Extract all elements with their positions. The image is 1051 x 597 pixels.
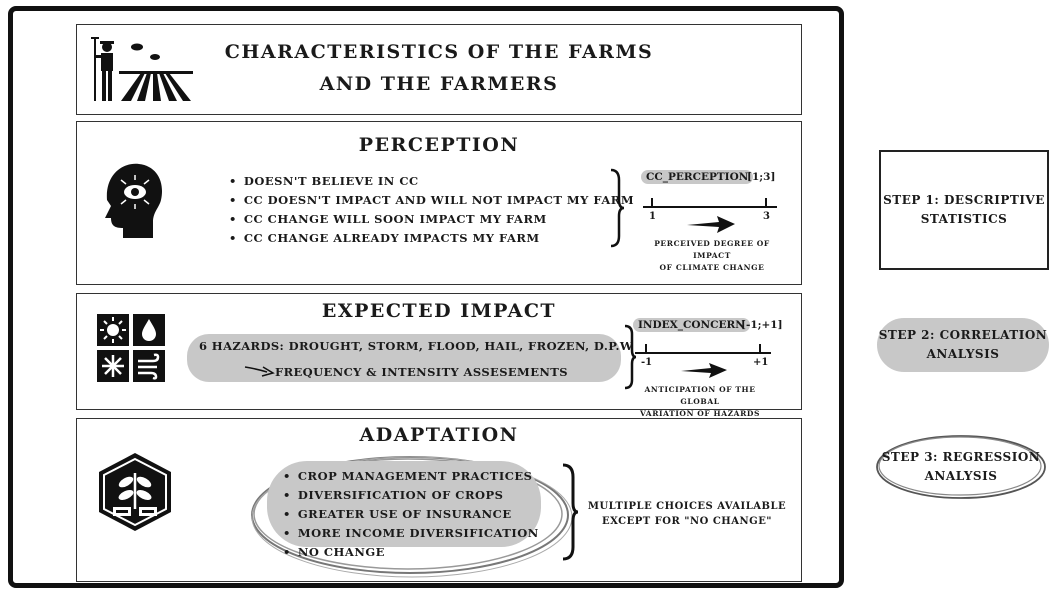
perception-scale-line [643, 206, 777, 208]
wind-icon [133, 350, 165, 382]
adaptation-brace [562, 463, 579, 561]
list-item: Diversification of crops [283, 486, 539, 505]
impact-title: Expected impact [321, 300, 557, 322]
step-2-line2: analysis [926, 347, 1000, 361]
snowflake-icon [97, 350, 129, 382]
plant-hexagon-icon [99, 453, 171, 531]
head-eye-icon [105, 163, 163, 238]
adaptation-title: Adaptation [359, 424, 519, 446]
impact-scale-min: -1 [641, 357, 653, 368]
cc-perception-badge: CC_PERCEPTION [641, 170, 754, 184]
index-concern-badge: INDEX_CONCERN [633, 318, 750, 332]
perception-caption-line1: Perceived degree of impact [654, 239, 770, 260]
list-item: Greater use of insurance [283, 505, 539, 524]
adaptation-note-line2: except for "No change" [601, 516, 773, 527]
step-3-line1: Step 3: Regression [881, 450, 1041, 464]
header-title-line1: Characteristics of the farms [224, 41, 654, 63]
header-panel: Characteristics of the farms and the far… [76, 24, 802, 115]
perception-title: Perception [358, 134, 520, 156]
adaptation-note: Multiple choices available except for "N… [587, 499, 787, 529]
list-item: Crop management practices [283, 467, 539, 486]
impact-brace [624, 324, 637, 390]
step-1-line1: Step 1: Descriptive [883, 193, 1045, 207]
adaptation-list: Crop management practices Diversificatio… [283, 467, 539, 562]
hazard-icons-grid [97, 314, 165, 382]
impact-scale-tick [759, 344, 761, 354]
impact-scale-max: +1 [753, 357, 769, 368]
step-1-box: Step 1: Descriptive statistics [879, 150, 1049, 270]
sun-icon [97, 314, 129, 346]
impact-caption: Anticipation of the global variation of … [625, 384, 775, 420]
step-2-box: Step 2: Correlation analysis [877, 318, 1049, 372]
impact-scale-tick [645, 344, 647, 354]
cc-perception-range: [1;3] [747, 171, 776, 183]
perception-list: Doesn't believe in CC CC doesn't impact … [229, 172, 634, 248]
impact-panel: Expected impact [76, 293, 802, 418]
assessments-text: Frequency & intensity assesements [275, 365, 568, 379]
perception-panel: Perception Doesn't believe in CC CC does… [76, 121, 802, 285]
water-drop-icon [133, 314, 165, 346]
perception-caption-line2: of climate change [659, 263, 765, 272]
perception-scale-tick [765, 198, 767, 208]
perception-scale-min: 1 [649, 211, 656, 222]
list-item: No change [283, 543, 539, 562]
right-arrow-icon [687, 216, 735, 233]
perception-caption: Perceived degree of impact of climate ch… [637, 238, 787, 274]
step-3-line2: analysis [924, 469, 998, 483]
farmer-field-icon [91, 37, 193, 101]
impact-caption-line2: variation of hazards [639, 409, 761, 418]
perception-brace [610, 168, 625, 248]
list-item: CC change already impacts my farm [229, 229, 634, 248]
list-item: Doesn't believe in CC [229, 172, 634, 191]
header-title-line2: and the farmers [319, 73, 559, 95]
list-item: CC doesn't impact and will not impact my… [229, 191, 634, 210]
curved-arrow-icon [244, 366, 275, 377]
adaptation-note-line1: Multiple choices available [587, 501, 787, 512]
list-item: CC change will soon impact my farm [229, 210, 634, 229]
index-concern-range: [-1;+1] [741, 319, 783, 331]
impact-scale-line [635, 352, 771, 354]
adaptation-panel: Adaptation Crop management practices Div… [76, 418, 802, 582]
hazards-text: 6 Hazards: Drought, Storm, Flood, Hail, … [199, 339, 634, 353]
step-3-box: Step 3: Regression analysis [877, 436, 1045, 498]
perception-scale-max: 3 [763, 211, 770, 222]
hazards-highlight [187, 334, 621, 382]
step-1-line2: statistics [920, 212, 1008, 226]
impact-caption-line1: Anticipation of the global [644, 385, 756, 406]
right-arrow-icon [681, 363, 727, 378]
list-item: More income diversification [283, 524, 539, 543]
step-2-line1: Step 2: Correlation [878, 328, 1048, 342]
perception-scale-tick [651, 198, 653, 208]
step-3-scribble-circle [876, 435, 1046, 499]
